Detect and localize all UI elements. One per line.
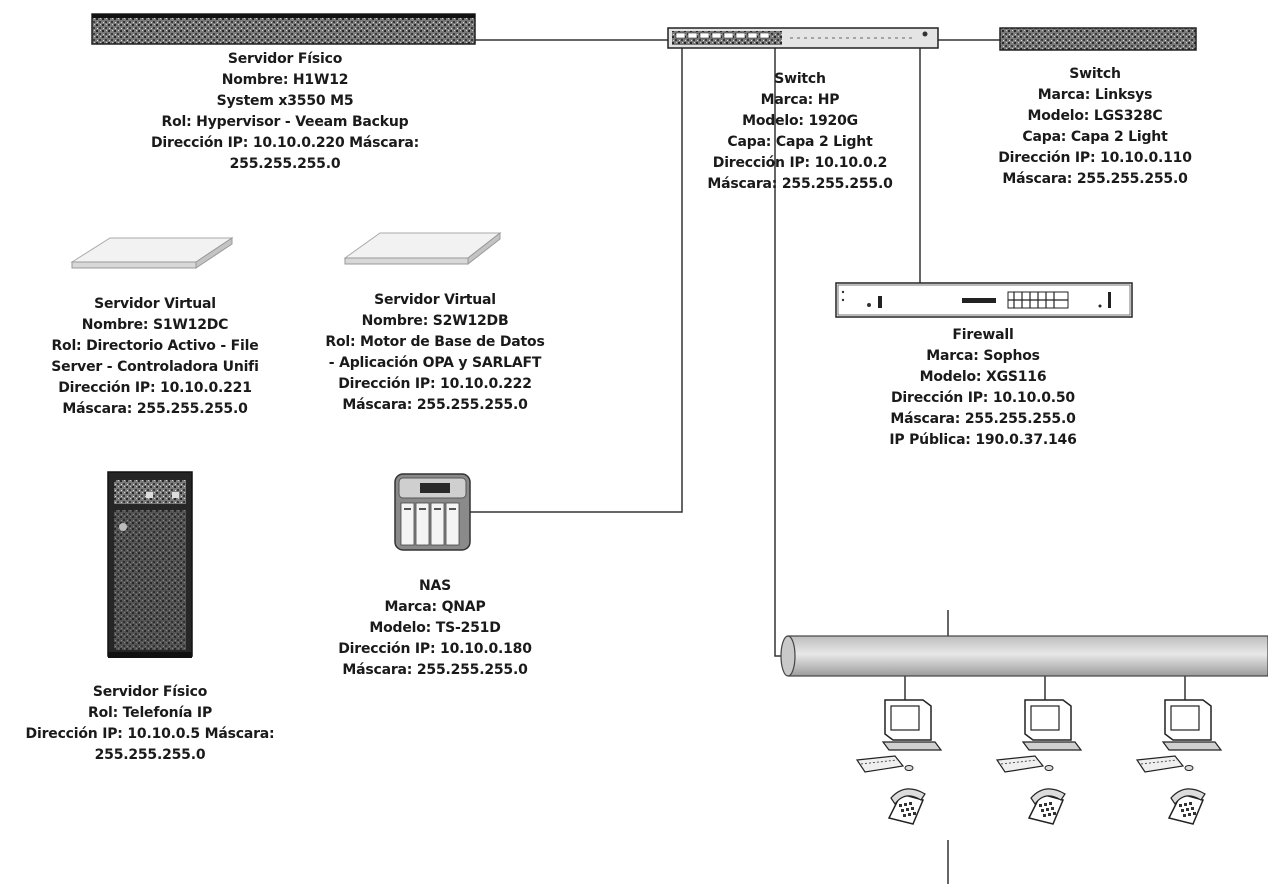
- virtual-server-2-label: Servidor Virtual Nombre: S2W12DB Rol: Mo…: [290, 290, 580, 416]
- virtual-server-icon: [343, 231, 502, 266]
- label-line: Switch: [1069, 66, 1121, 82]
- label-line: Servidor Físico: [92, 684, 208, 700]
- label-line: NAS: [418, 578, 452, 594]
- label-line: Modelo: LGS328C: [1027, 108, 1163, 124]
- label-line: Rol: Directorio Activo - File: [51, 338, 259, 354]
- label-line: Server - Controladora Unifi: [51, 359, 259, 375]
- label-line: System x3550 M5: [216, 93, 354, 109]
- ip-phone-icon: [1027, 788, 1066, 825]
- network-switch-icon: [667, 27, 939, 49]
- label-line: Capa: Capa 2 Light: [1022, 129, 1168, 145]
- label-line: Firewall: [952, 327, 1014, 343]
- label-line: Máscara: 255.255.255.0: [342, 397, 528, 413]
- physical-server-2-label: Servidor Físico Rol: Telefonía IP Direcc…: [5, 682, 295, 766]
- label-line: Rol: Motor de Base de Datos: [325, 334, 545, 350]
- label-line: Dirección IP: 10.10.0.180: [338, 641, 532, 657]
- firewall-appliance-icon: [835, 282, 1133, 318]
- rack-server-icon: [91, 13, 476, 45]
- label-line: Dirección IP: 10.10.0.2: [712, 155, 888, 171]
- tower-server-icon: [107, 471, 193, 658]
- label-line: Modelo: XGS116: [919, 369, 1047, 385]
- ip-phone-icon: [1167, 788, 1206, 825]
- physical-server-1-label: Servidor Físico Nombre: H1W12 System x35…: [100, 49, 470, 175]
- label-line: Dirección IP: 10.10.0.221: [58, 380, 252, 396]
- nas-storage-icon: [394, 473, 471, 551]
- label-line: Máscara: 255.255.255.0: [342, 662, 528, 678]
- label-line: Dirección IP: 10.10.0.222: [338, 376, 532, 392]
- label-line: Servidor Virtual: [94, 296, 216, 312]
- label-line: Nombre: S1W12DC: [81, 317, 229, 333]
- linksys-switch-label: Switch Marca: Linksys Modelo: LGS328C Ca…: [970, 64, 1220, 190]
- label-line: Dirección IP: 10.10.0.220 Máscara:: [151, 135, 419, 151]
- label-line: Dirección IP: 10.10.0.110: [998, 150, 1192, 166]
- network-switch-icon: [999, 27, 1197, 51]
- network-bus-icon: [780, 635, 1268, 677]
- virtual-server-icon: [70, 237, 234, 269]
- workstation-icon: [995, 699, 1083, 773]
- label-line: Rol: Hypervisor - Veeam Backup: [161, 114, 409, 130]
- hp-switch-label: Switch Marca: HP Modelo: 1920G Capa: Cap…: [670, 69, 930, 195]
- firewall-label: Firewall Marca: Sophos Modelo: XGS116 Di…: [858, 325, 1108, 451]
- label-line: 255.255.255.0: [94, 747, 206, 763]
- label-line: Servidor Físico: [227, 51, 343, 67]
- workstation-icon: [855, 699, 943, 773]
- label-line: - Aplicación OPA y SARLAFT: [328, 355, 542, 371]
- label-line: Marca: Linksys: [1037, 87, 1153, 103]
- nas-label: NAS Marca: QNAP Modelo: TS-251D Direcció…: [310, 576, 560, 681]
- label-line: Dirección IP: 10.10.0.5 Máscara:: [25, 726, 275, 742]
- label-line: Marca: Sophos: [926, 348, 1040, 364]
- label-line: Rol: Telefonía IP: [87, 705, 212, 721]
- label-line: Modelo: TS-251D: [369, 620, 501, 636]
- label-line: Nombre: H1W12: [221, 72, 349, 88]
- label-line: Capa: Capa 2 Light: [727, 134, 873, 150]
- label-line: Switch: [774, 71, 826, 87]
- label-line: Máscara: 255.255.255.0: [707, 176, 893, 192]
- link-hp-switch-to-nas: [470, 48, 683, 513]
- label-line: Marca: HP: [760, 92, 840, 108]
- label-line: Servidor Virtual: [374, 292, 496, 308]
- label-line: Máscara: 255.255.255.0: [890, 411, 1076, 427]
- label-line: Modelo: 1920G: [742, 113, 858, 129]
- label-line: Marca: QNAP: [384, 599, 486, 615]
- label-line: Máscara: 255.255.255.0: [62, 401, 248, 417]
- label-line: IP Pública: 190.0.37.146: [889, 432, 1077, 448]
- label-line: Dirección IP: 10.10.0.50: [891, 390, 1075, 406]
- label-line: Nombre: S2W12DB: [361, 313, 509, 329]
- virtual-server-1-label: Servidor Virtual Nombre: S1W12DC Rol: Di…: [25, 294, 285, 420]
- workstation-icon: [1135, 699, 1223, 773]
- ip-phone-icon: [887, 788, 926, 825]
- label-line: Máscara: 255.255.255.0: [1002, 171, 1188, 187]
- label-line: 255.255.255.0: [229, 156, 341, 172]
